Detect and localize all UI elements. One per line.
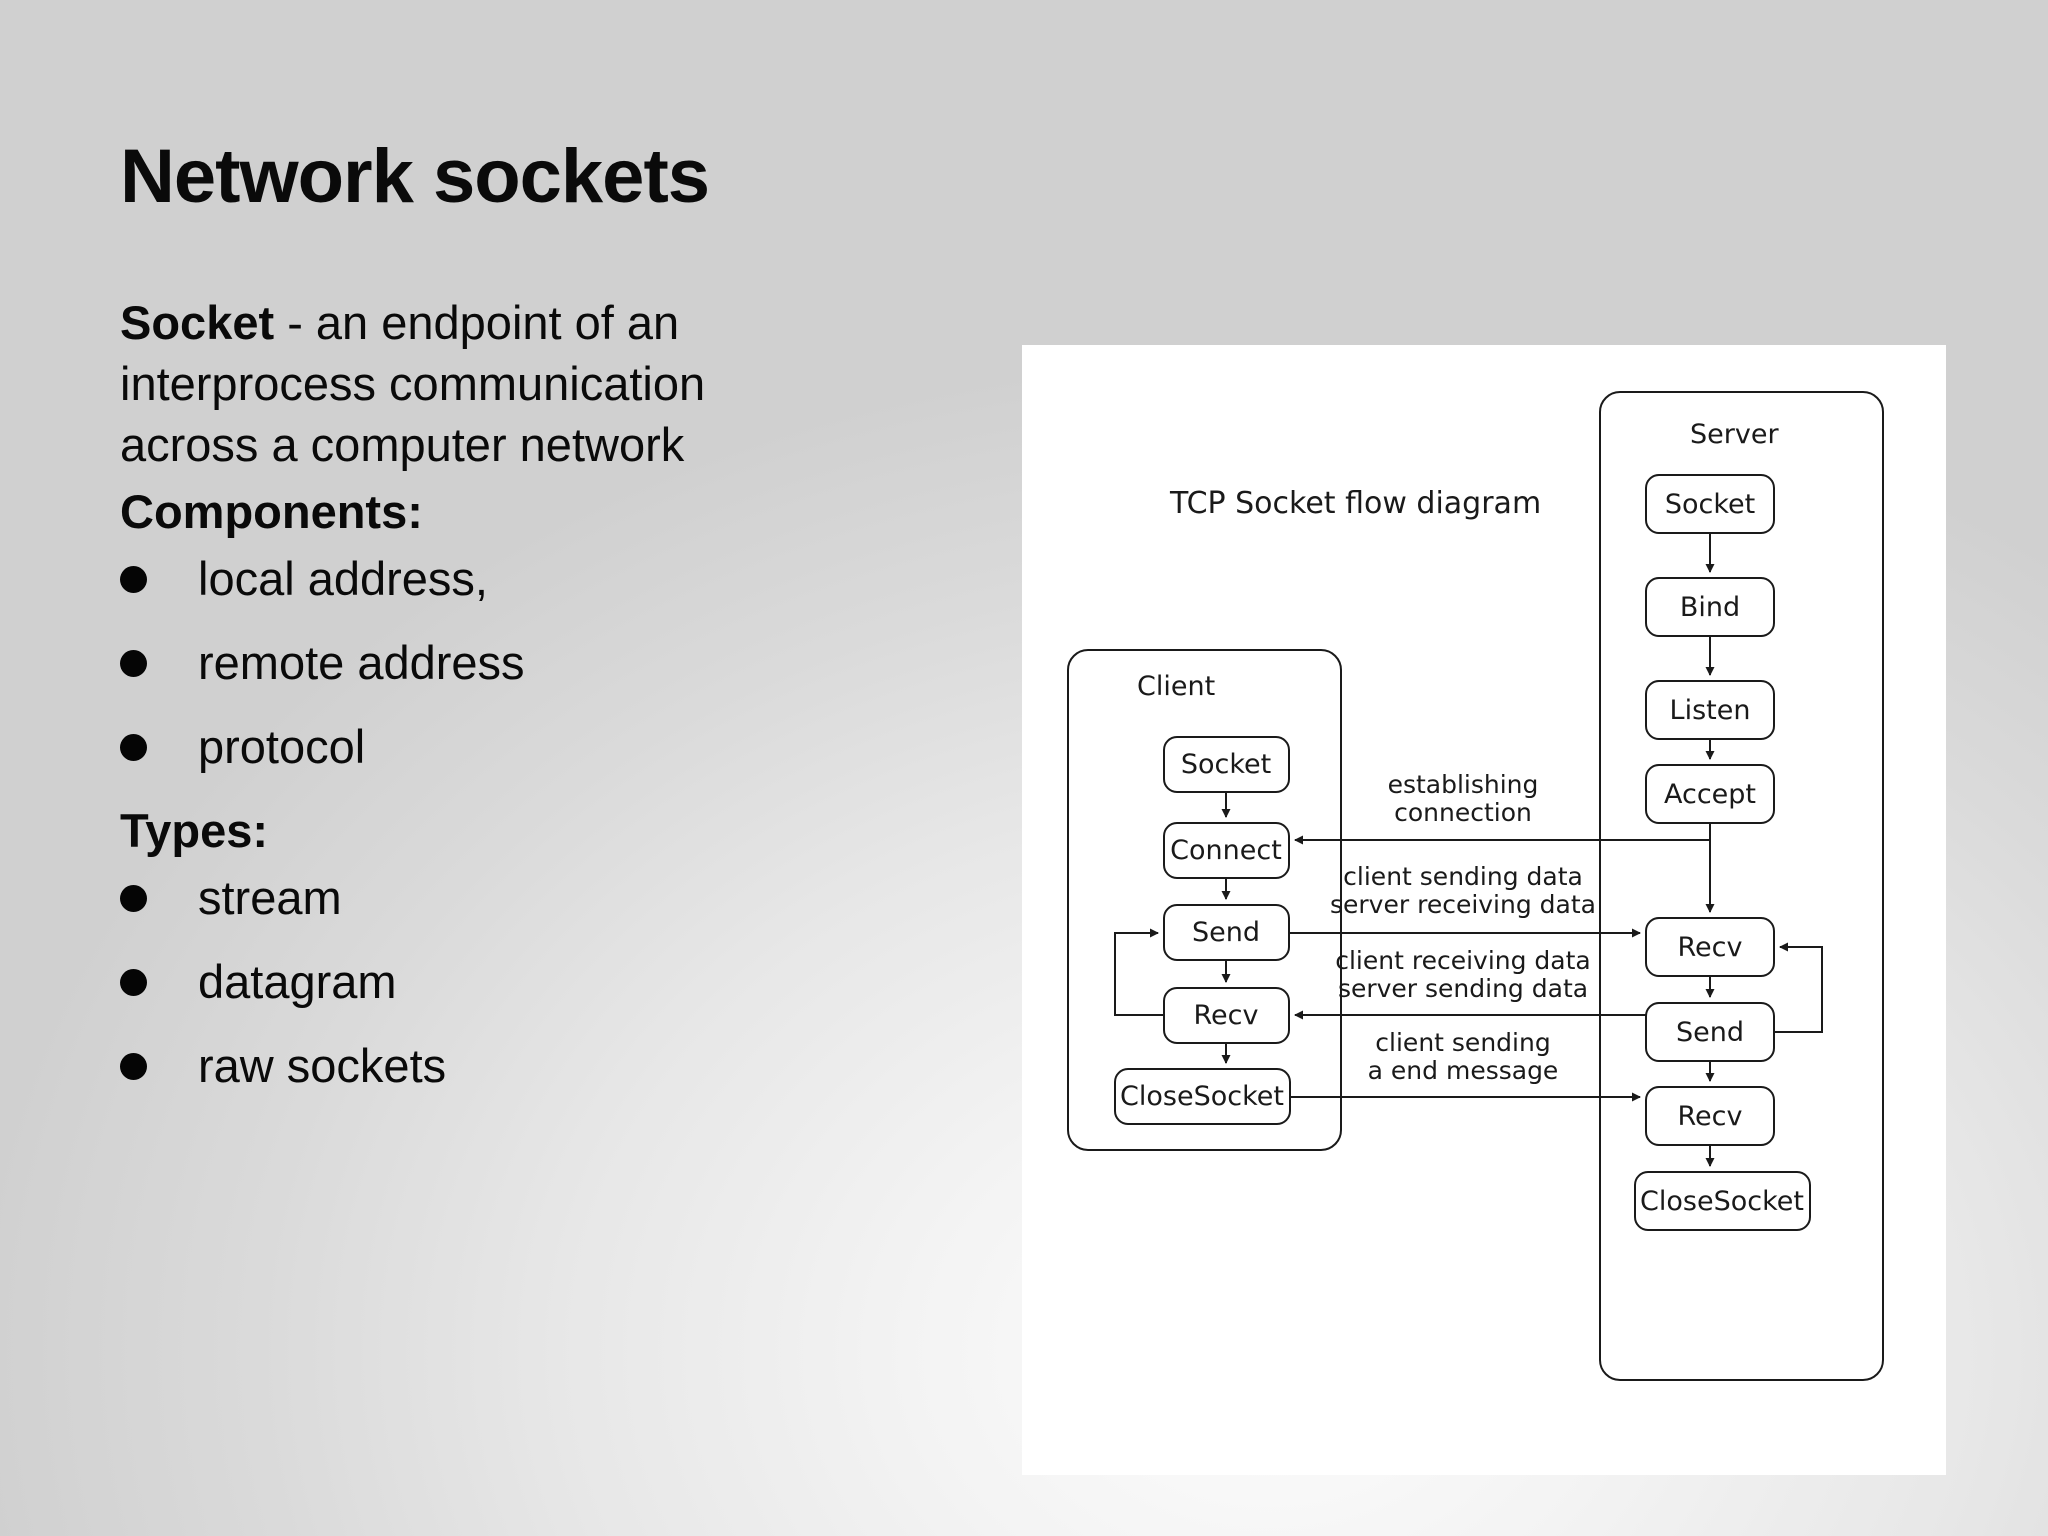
client-label: Client bbox=[1137, 671, 1215, 702]
annotation-establishing-connection-line1: establishing bbox=[1388, 770, 1539, 799]
definition-rest: - an endpoint of an interprocess communi… bbox=[120, 296, 706, 471]
page-title: Network sockets bbox=[120, 134, 710, 219]
server-step-recv-2-label: Recv bbox=[1678, 1101, 1743, 1132]
list-item-label: local address, bbox=[198, 552, 488, 605]
client-step-socket-label: Socket bbox=[1181, 749, 1271, 780]
server-container bbox=[1599, 391, 1884, 1381]
list-item: protocol bbox=[120, 716, 820, 792]
bullet-dot-icon bbox=[120, 566, 154, 593]
annotation-client-sending-data-line1: client sending data bbox=[1343, 862, 1583, 891]
list-item: local address, bbox=[120, 548, 820, 624]
components-heading: Components: bbox=[120, 485, 423, 538]
client-step-closesocket-label: CloseSocket bbox=[1120, 1081, 1284, 1112]
server-step-closesocket bbox=[1634, 1171, 1811, 1231]
list-item-label: datagram bbox=[198, 955, 397, 1008]
definition-term: Socket bbox=[120, 296, 275, 349]
client-loop-recv-to-send bbox=[1114, 928, 1164, 1016]
server-loop-send-to-recv bbox=[1774, 942, 1823, 1033]
left-content-column: Socket - an endpoint of an interprocess … bbox=[120, 292, 820, 1119]
client-container bbox=[1067, 649, 1342, 1151]
annotation-client-receiving-data-line1: client receiving data bbox=[1335, 946, 1591, 975]
server-label: Server bbox=[1690, 419, 1779, 450]
client-step-send-label: Send bbox=[1192, 917, 1260, 948]
server-step-recv-1-label: Recv bbox=[1678, 932, 1743, 963]
list-item-label: stream bbox=[198, 871, 342, 924]
server-step-accept-label: Accept bbox=[1664, 779, 1756, 810]
bullet-dot-icon bbox=[120, 1053, 154, 1080]
bullet-dot-icon bbox=[120, 885, 154, 912]
types-heading: Types: bbox=[120, 804, 268, 857]
bullet-dot-icon bbox=[120, 650, 154, 677]
bullet-dot-icon bbox=[120, 734, 154, 761]
annotation-client-sending-data-line2: server receiving data bbox=[1330, 890, 1596, 919]
list-item-label: protocol bbox=[198, 720, 366, 773]
list-item-label: raw sockets bbox=[198, 1039, 447, 1092]
list-item: datagram bbox=[120, 951, 820, 1027]
annotation-establishing-connection-line2: connection bbox=[1394, 798, 1532, 827]
socket-definition: Socket - an endpoint of an interprocess … bbox=[120, 292, 820, 475]
list-item: raw sockets bbox=[120, 1035, 820, 1111]
client-step-connect-label: Connect bbox=[1170, 835, 1282, 866]
tcp-socket-flow-diagram-image: TCP Socket flow diagram Server Socket Bi… bbox=[1022, 345, 1946, 1475]
client-step-recv-label: Recv bbox=[1194, 1000, 1259, 1031]
annotation-client-receiving-data-line2: server sending data bbox=[1338, 974, 1588, 1003]
server-step-closesocket-label: CloseSocket bbox=[1640, 1186, 1804, 1217]
server-step-socket-label: Socket bbox=[1665, 489, 1755, 520]
server-step-send-label: Send bbox=[1676, 1017, 1744, 1048]
list-item: stream bbox=[120, 867, 820, 943]
server-step-bind-label: Bind bbox=[1680, 592, 1740, 623]
annotation-client-end-message-line2: a end message bbox=[1368, 1056, 1559, 1085]
server-step-listen-label: Listen bbox=[1670, 695, 1751, 726]
bullet-dot-icon bbox=[120, 969, 154, 996]
list-item: remote address bbox=[120, 632, 820, 708]
annotation-client-end-message-line1: client sending bbox=[1375, 1028, 1550, 1057]
diagram-title: TCP Socket flow diagram bbox=[1169, 486, 1541, 521]
list-item-label: remote address bbox=[198, 636, 525, 689]
